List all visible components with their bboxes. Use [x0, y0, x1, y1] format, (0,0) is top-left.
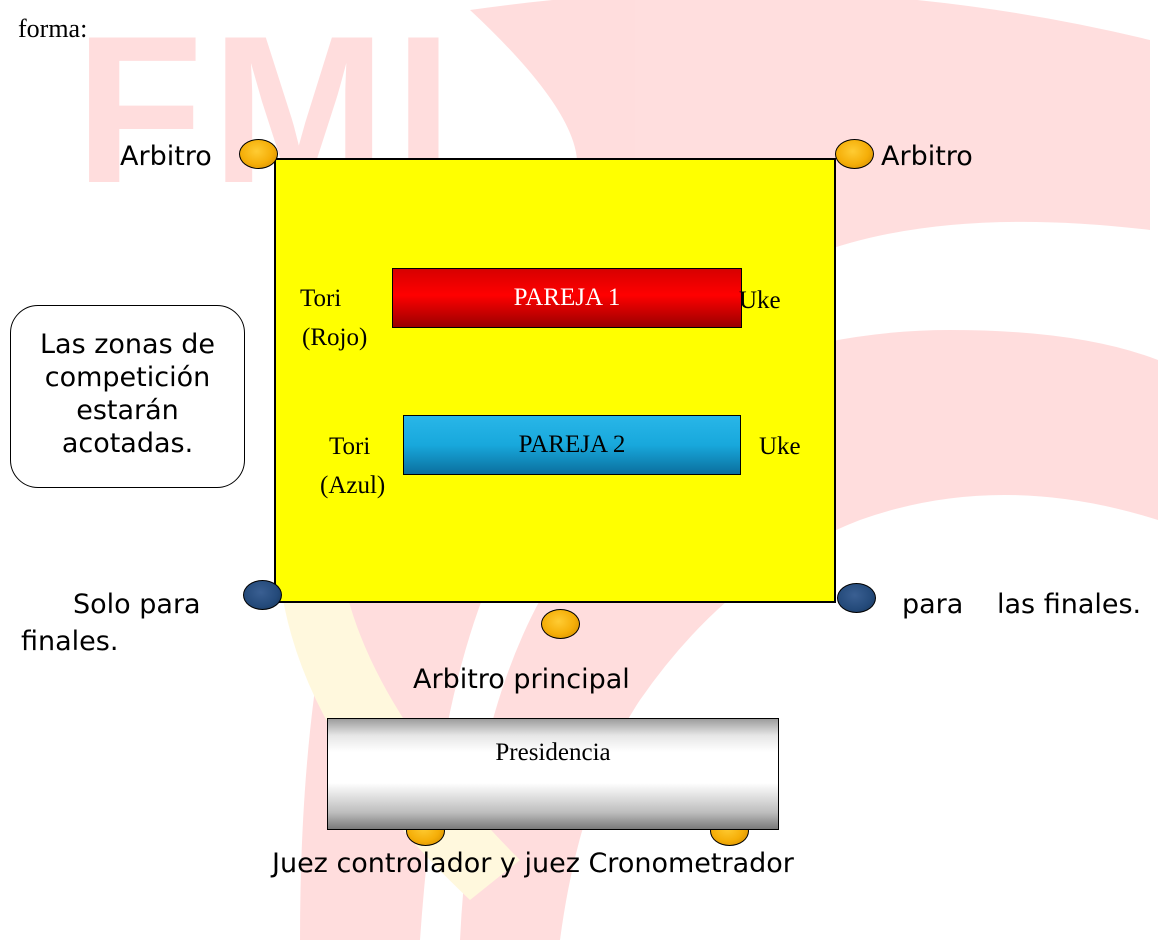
- intro-text: forma:: [18, 14, 88, 43]
- bottom-left-note-line-1: Solo para: [73, 589, 201, 620]
- pair-2-tori-color: (Azul): [320, 472, 386, 499]
- bottom-left-note-line-2: finales.: [21, 626, 119, 657]
- referee-top-left-marker: [239, 139, 278, 169]
- referee-top-left-label: Arbitro: [120, 141, 212, 172]
- pair-2-tori-name: Tori: [329, 433, 371, 460]
- main-referee-marker: [541, 609, 580, 639]
- referee-top-right-marker: [835, 139, 874, 169]
- referee-bottom-left-marker: [243, 580, 282, 610]
- pair-2-bar: PAREJA 2: [403, 415, 741, 475]
- pair-2-uke-label: Uke: [759, 433, 801, 460]
- pair-1-bar: PAREJA 1: [392, 268, 742, 328]
- bottom-right-note-finals: las finales.: [997, 589, 1142, 620]
- main-referee-label: Arbitro principal: [413, 664, 630, 695]
- pair-1-tori-label: Tori: [300, 285, 341, 313]
- pair-1-tori-color: (Rojo): [302, 324, 368, 351]
- pair-1-tori-name: Tori: [300, 285, 342, 312]
- referee-top-right-label: Arbitro: [881, 141, 973, 172]
- referee-bottom-right-marker: [837, 583, 876, 613]
- presidency-table: Presidencia: [327, 718, 779, 830]
- note-box: Las zonas de competición estarán acotada…: [10, 305, 245, 488]
- pair-1-uke-label: Uke: [739, 287, 781, 314]
- competition-mat: [274, 158, 836, 603]
- bottom-right-note-para: para: [902, 589, 964, 620]
- judges-label: Juez controlador y juez Cronometrador: [272, 848, 794, 879]
